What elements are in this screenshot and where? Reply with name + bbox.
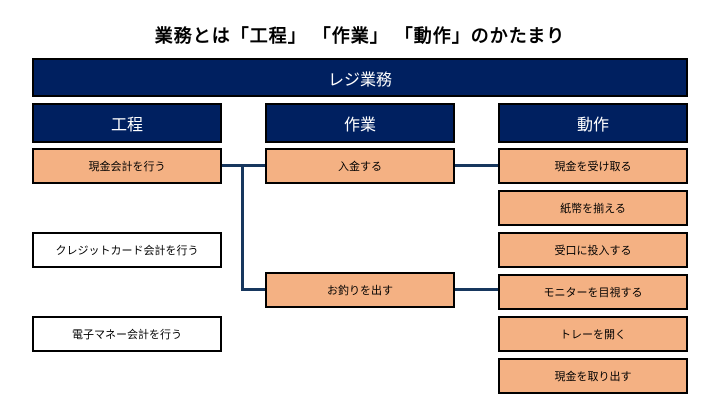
process-box-credit-card-accounting: クレジットカード会計を行う: [32, 232, 222, 268]
diagram-title: 業務とは「工程」 「作業」 「動作」のかたまり: [154, 26, 566, 46]
action-box-open-tray-label: トレーを開く: [560, 329, 626, 341]
connector-task1-to-action1: [455, 164, 498, 167]
connector-task2-to-action4: [455, 288, 498, 291]
process-box-emoney-accounting-label: 電子マネー会計を行う: [72, 329, 182, 341]
action-box-receive-cash: 現金を受け取る: [498, 148, 688, 184]
connector-branch-to-task2: [241, 288, 265, 291]
process-box-emoney-accounting: 電子マネー会計を行う: [32, 316, 222, 352]
task-box-give-change: お釣りを出す: [265, 272, 455, 308]
column-header-process: 工程: [32, 103, 222, 143]
column-header-process-label: 工程: [110, 117, 143, 134]
column-header-task-label: 作業: [343, 117, 376, 134]
action-box-take-out-cash: 現金を取り出す: [498, 358, 688, 394]
column-header-task: 作業: [265, 103, 455, 143]
task-box-give-change-label: お釣りを出す: [327, 285, 393, 297]
action-box-check-monitor: モニターを目視する: [498, 274, 688, 310]
task-box-deposit-label: 入金する: [338, 161, 382, 173]
process-box-credit-card-accounting-label: クレジットカード会計を行う: [55, 245, 199, 257]
action-box-take-out-cash-label: 現金を取り出す: [554, 371, 632, 383]
banner-regi-gyomu: レジ業務: [32, 58, 688, 97]
banner-label: レジ業務: [327, 71, 392, 89]
task-box-deposit: 入金する: [265, 148, 455, 184]
action-box-align-bills: 紙幣を揃える: [498, 190, 688, 226]
connector-branch-vertical: [241, 164, 244, 291]
process-box-cash-accounting: 現金会計を行う: [32, 148, 222, 184]
column-header-action-label: 動作: [576, 117, 609, 134]
action-box-receive-cash-label: 現金を受け取る: [554, 161, 632, 173]
column-header-action: 動作: [498, 103, 688, 143]
action-box-align-bills-label: 紙幣を揃える: [560, 203, 626, 215]
action-box-open-tray: トレーを開く: [498, 316, 688, 352]
action-box-check-monitor-label: モニターを目視する: [543, 287, 643, 299]
action-box-insert-into-slot-label: 受口に投入する: [554, 245, 632, 257]
process-box-cash-accounting-label: 現金会計を行う: [88, 161, 166, 173]
action-box-insert-into-slot: 受口に投入する: [498, 232, 688, 268]
